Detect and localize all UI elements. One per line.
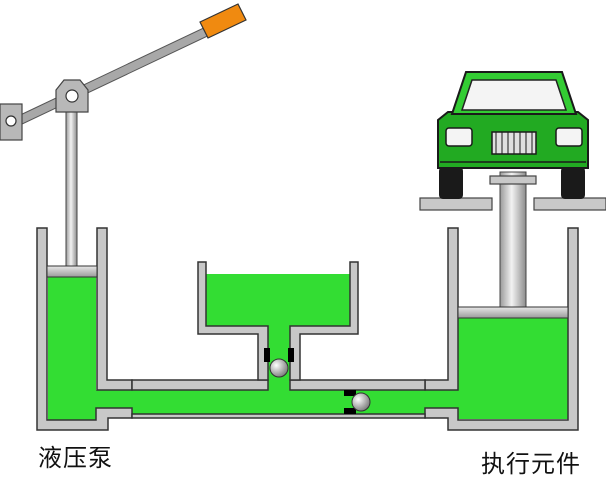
rod-pivot-joint bbox=[55, 79, 89, 113]
reservoir-wall-right bbox=[289, 261, 359, 381]
pump-cylinder-right-wall bbox=[96, 227, 133, 391]
pump-cylinder-left-wall bbox=[36, 227, 133, 431]
pump-cylinder-fluid bbox=[48, 276, 96, 420]
pump-piston-rod bbox=[65, 107, 78, 267]
car-wheel-left bbox=[439, 167, 463, 199]
fixed-pivot-bracket bbox=[0, 103, 23, 141]
reservoir-fluid bbox=[206, 274, 350, 326]
check-valve-ball-1 bbox=[269, 358, 289, 378]
car-windshield bbox=[460, 79, 568, 111]
car bbox=[437, 71, 589, 199]
check-valve-ball-2 bbox=[351, 392, 371, 412]
actuator-piston bbox=[457, 306, 569, 319]
lever-grip bbox=[199, 3, 247, 39]
actuator-ram bbox=[499, 171, 527, 309]
actuator-label: 执行元件 bbox=[481, 450, 581, 478]
actuator-cylinder-left-wall bbox=[424, 227, 459, 391]
hydraulic-fluid bbox=[48, 274, 568, 420]
car-headlight-right bbox=[555, 127, 583, 147]
lever-bar bbox=[13, 23, 217, 127]
channel-walls bbox=[131, 379, 426, 419]
car-headlight-left bbox=[445, 127, 473, 147]
pump-piston-assembly bbox=[46, 107, 98, 278]
reservoir-pipe-fluid bbox=[268, 324, 290, 392]
discharge-check-valve bbox=[344, 390, 371, 414]
car-grille bbox=[491, 131, 537, 155]
pump-label: 液压泵 bbox=[38, 444, 113, 472]
oil-reservoir bbox=[197, 261, 359, 381]
car-wheel-right bbox=[561, 167, 585, 199]
pump-lever bbox=[0, 3, 247, 141]
pump-piston bbox=[46, 265, 98, 278]
actuator-cylinder-fluid bbox=[458, 317, 568, 419]
suction-check-valve bbox=[264, 348, 294, 378]
reservoir-wall bbox=[197, 261, 269, 381]
connecting-channel-fluid bbox=[96, 390, 458, 414]
actuator-piston-assembly bbox=[457, 171, 569, 319]
